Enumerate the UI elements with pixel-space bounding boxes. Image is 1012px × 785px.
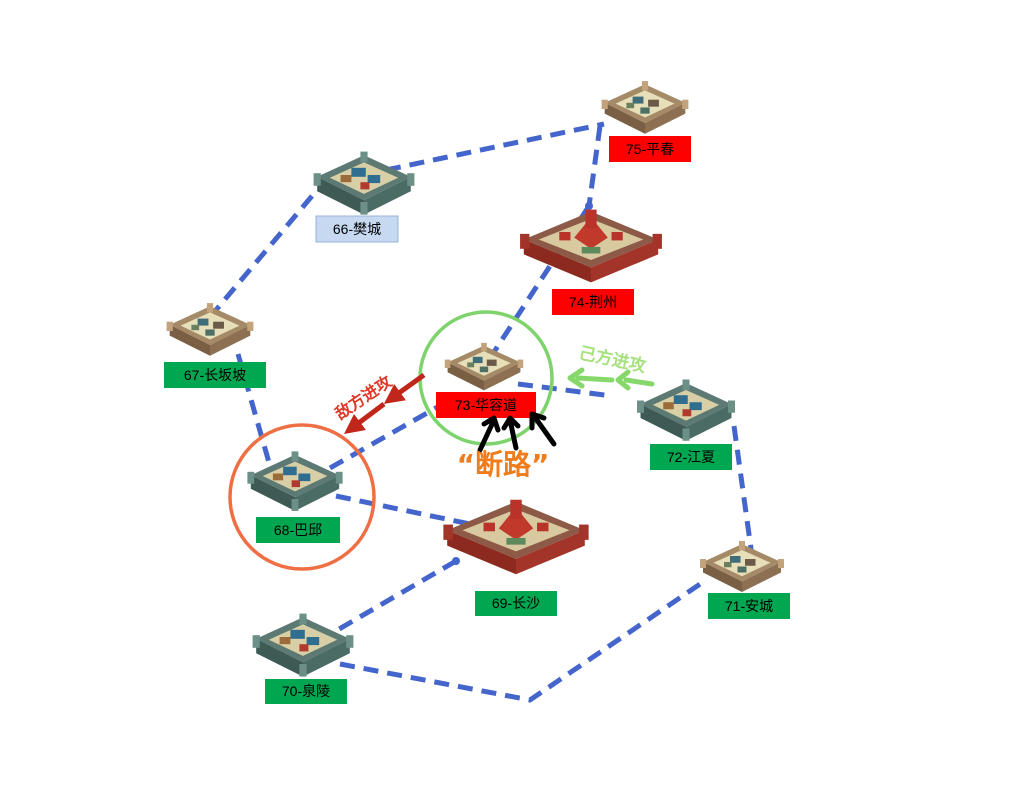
city-71-castle[interactable] [700, 541, 784, 592]
city-label-75[interactable]: 75-平春 [609, 136, 691, 162]
city-label-66[interactable]: 66-樊城 [315, 215, 399, 243]
city-label-67[interactable]: 67-长坂坡 [164, 362, 266, 388]
enemy-attack-annotation: 敌方进攻 [332, 371, 426, 434]
enemy-attack-text: 敌方进攻 [332, 371, 397, 423]
route-67-68 [235, 353, 273, 467]
city-70-castle[interactable] [252, 613, 354, 677]
city-74-castle[interactable] [520, 209, 662, 283]
city-66-castle[interactable] [313, 151, 415, 215]
route-junction-dot [585, 202, 593, 210]
city-name: 66-樊城 [333, 221, 381, 237]
city-name: 67-长坂坡 [184, 367, 246, 383]
own-attack-annotation: 己方进攻 [567, 342, 655, 391]
cut-arrow-icon [529, 411, 557, 447]
city-label-69[interactable]: 69-长沙 [475, 591, 557, 616]
city-name: 73-华容道 [455, 397, 517, 413]
route-66-67 [214, 194, 314, 312]
city-name: 71-安城 [725, 598, 773, 614]
city-72-castle[interactable] [637, 379, 735, 441]
route-73-72 [517, 381, 613, 399]
own-attack-text: 己方进攻 [577, 342, 649, 377]
enemy-attack-arrow-icon [383, 372, 426, 404]
city-68-castle[interactable] [247, 451, 343, 511]
route-69-70 [332, 558, 458, 635]
city-label-74[interactable]: 74-荆州 [552, 289, 634, 315]
route-70-71 [339, 577, 708, 703]
route-72-71 [731, 425, 755, 557]
city-name: 69-长沙 [492, 595, 540, 611]
city-75-castle[interactable] [601, 81, 689, 134]
enemy-attack-arrow-icon [344, 402, 386, 434]
route-75-74 [586, 125, 603, 207]
city-name: 75-平春 [626, 141, 674, 157]
route-68-69 [335, 493, 471, 527]
city-69-castle[interactable] [443, 499, 589, 575]
own-attack-arrow-icon [567, 367, 615, 389]
city-label-68[interactable]: 68-巴邱 [256, 517, 340, 543]
city-name: 74-荆州 [569, 294, 617, 310]
route-66-75 [385, 121, 605, 173]
city-name: 72-江夏 [667, 449, 715, 465]
enemy-threat-ring [228, 423, 376, 571]
city-label-71[interactable]: 71-安城 [708, 593, 790, 619]
cut-road-annotation: “断路” [457, 411, 557, 481]
cut-arrow-icon [477, 415, 501, 453]
city-name: 70-泉陵 [282, 683, 330, 699]
route-junction-dot [452, 557, 460, 565]
city-name: 68-巴邱 [274, 522, 322, 538]
city-label-70[interactable]: 70-泉陵 [265, 679, 347, 704]
cut-road-text: “断路” [457, 448, 550, 481]
own-attack-arrow-icon [615, 369, 655, 391]
city-73-castle[interactable] [444, 342, 524, 391]
city-67-castle[interactable] [166, 303, 254, 356]
city-label-73[interactable]: 73-华容道 [436, 392, 536, 418]
cut-arrow-icon [501, 415, 521, 451]
city-label-72[interactable]: 72-江夏 [650, 444, 732, 470]
